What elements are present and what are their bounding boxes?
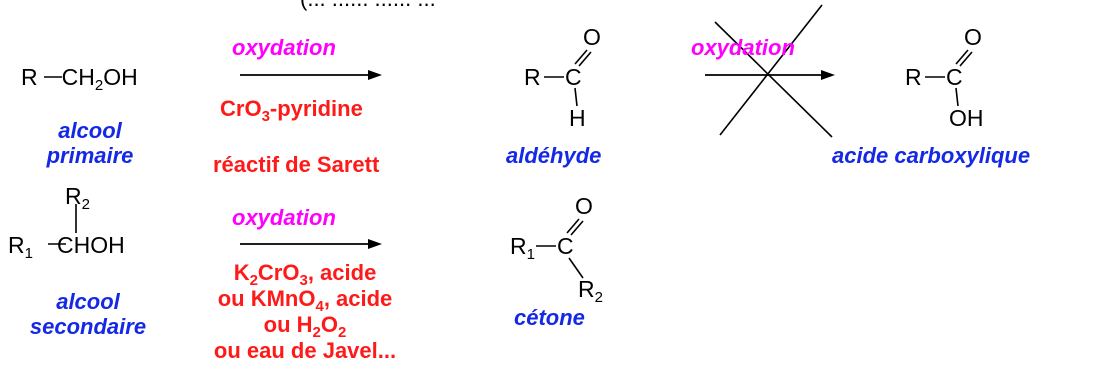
ketone-r1: R1 [510,233,535,263]
aldehyde-r: R [524,64,541,90]
acid-oh: OH [949,105,984,131]
aldehyde-o: O [583,24,601,50]
acid-r: R [905,64,922,90]
acid-o: O [964,24,982,50]
aldehyde-h: H [569,105,586,131]
aldehyde-name: aldéhyde [506,143,602,168]
primary-alcohol-name: alcool primaire [46,118,134,168]
sarett-reagent: CrO3-pyridine [220,96,363,125]
reagent-line-4: ou eau de Javel... [213,338,397,363]
ketone-reagents: K2CrO3, acide ou KMnO4, acide ou H2O2 ou… [194,260,416,364]
ketone-c: C [557,233,574,259]
reagent-line-1: K2CrO3, acide [233,260,377,289]
acid-c: C [946,64,963,90]
arrow2-label: oxydation [232,205,336,230]
reagent-line-3: ou H2O2 [263,312,347,341]
secondary-alcohol-r2: R2 [65,183,90,213]
ketone-o: O [575,193,593,219]
secondary-alcohol-name: alcool secondaire [29,289,147,339]
ketone-r2: R2 [578,276,603,306]
reagent-line-2: ou KMnO4, acide [217,286,393,315]
acid-name: acide carboxylique [832,143,1031,168]
sarett-reagent-name: réactif de Sarett [213,152,380,177]
blocked-arrow-label: oxydation [691,35,795,60]
aldehyde-c: C [565,64,582,90]
ketone-name: cétone [514,305,585,330]
arrow1-label: oxydation [232,35,336,60]
header-partial-text: (... ...... ...... ... [300,0,436,12]
